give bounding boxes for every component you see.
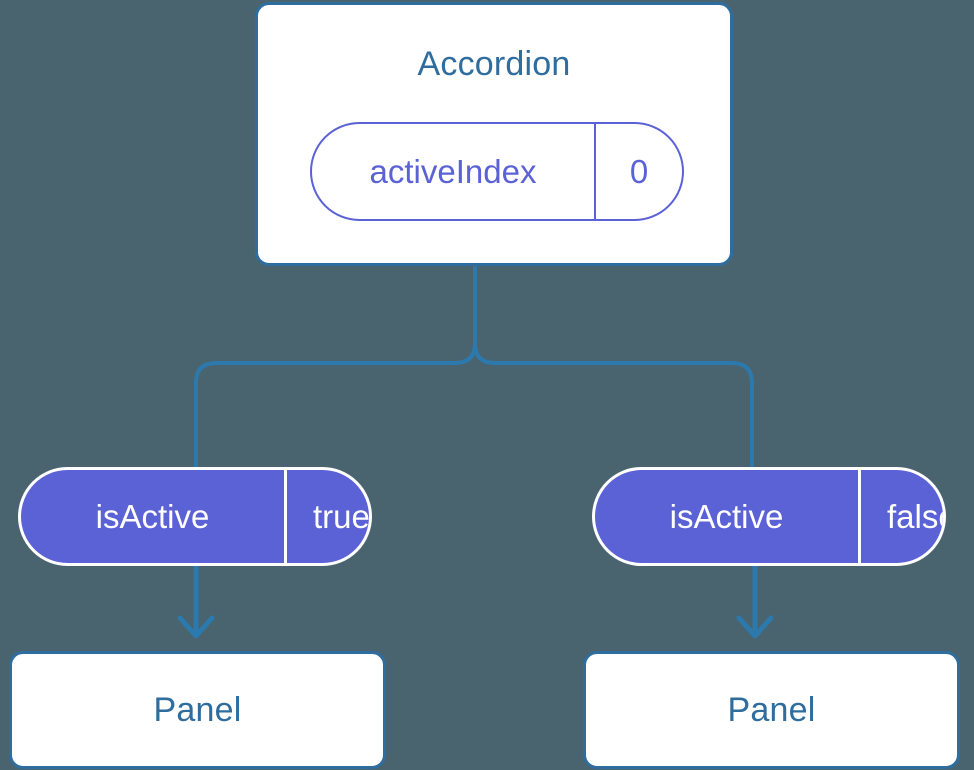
panel-node-right[interactable]: Panel	[583, 651, 960, 769]
prop-value-isactive-left: true	[313, 497, 370, 535]
accordion-component-node[interactable]: Accordion activeIndex 0	[255, 2, 733, 266]
prop-pill-isactive-false[interactable]: isActive false	[592, 467, 946, 566]
prop-value-isactive-right: false	[887, 497, 943, 535]
connector-bus-to-left-branch	[194, 341, 477, 469]
panel-title-right: Panel	[727, 690, 816, 729]
accordion-title: Accordion	[417, 45, 571, 83]
prop-key-isactive-right: isActive	[595, 470, 861, 563]
prop-pill-isactive-true[interactable]: isActive true	[18, 467, 372, 566]
connector-root-to-bus	[473, 264, 754, 469]
panel-title-left: Panel	[153, 690, 242, 729]
accordion-state-pill[interactable]: activeIndex 0	[310, 122, 684, 221]
state-key-activeindex: activeIndex	[312, 124, 596, 219]
prop-key-isactive-left: isActive	[21, 470, 287, 563]
arrow-right-pill-to-panel	[736, 563, 774, 639]
arrow-left-pill-to-panel	[177, 563, 215, 639]
panel-node-left[interactable]: Panel	[9, 651, 386, 769]
state-value-activeindex: 0	[629, 152, 649, 190]
